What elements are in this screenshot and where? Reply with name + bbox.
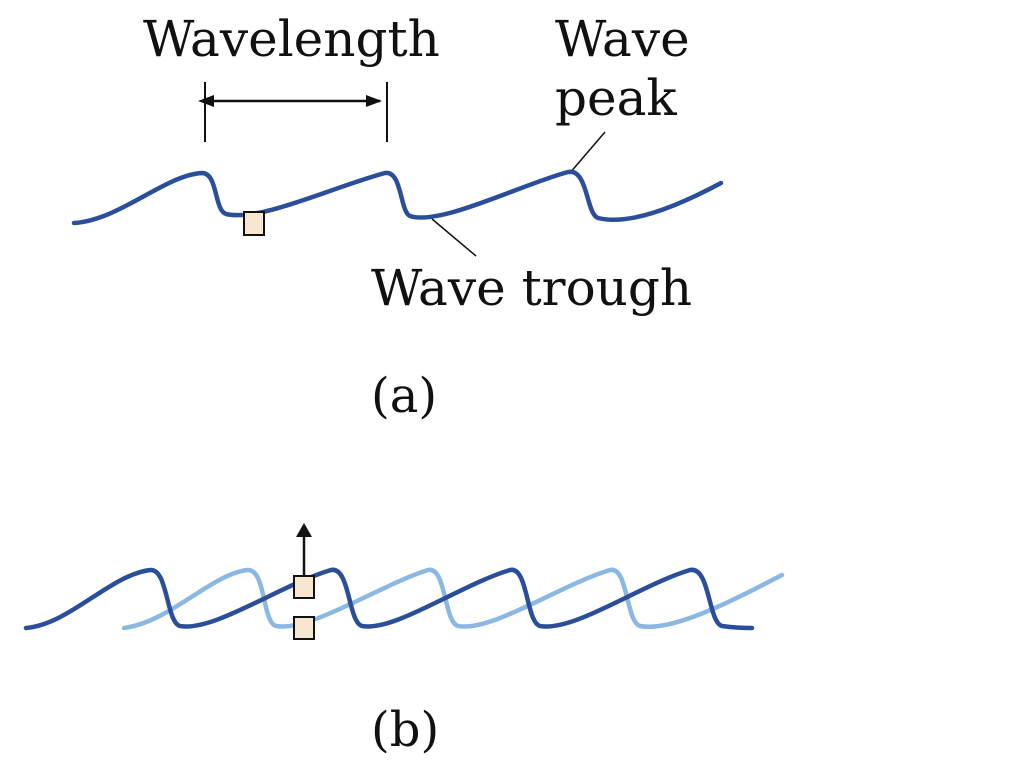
particle-marker-b-upper xyxy=(293,575,315,599)
wavelength-dimension xyxy=(198,82,388,142)
particle-marker-a xyxy=(243,211,265,236)
panel-b: (b) xyxy=(23,523,785,758)
panel-b-caption: (b) xyxy=(371,702,439,758)
wave-a xyxy=(71,169,724,226)
wave-peak-leader xyxy=(568,131,606,175)
particle-marker-b-lower xyxy=(293,616,315,640)
wave-trough-label: Wave trough xyxy=(371,259,692,317)
wave-trough-leader xyxy=(431,218,477,257)
wave-b-light xyxy=(121,567,785,631)
wave-peak-label-line1: Wave xyxy=(555,10,690,68)
wave-b-dark xyxy=(23,567,755,631)
wavelength-label: Wavelength xyxy=(143,10,440,68)
panel-a-caption: (a) xyxy=(371,368,437,424)
wave-peak-label-line2: peak xyxy=(555,69,677,127)
panel-a: Wavelength Wave peak Wave trough (a) xyxy=(71,10,724,424)
